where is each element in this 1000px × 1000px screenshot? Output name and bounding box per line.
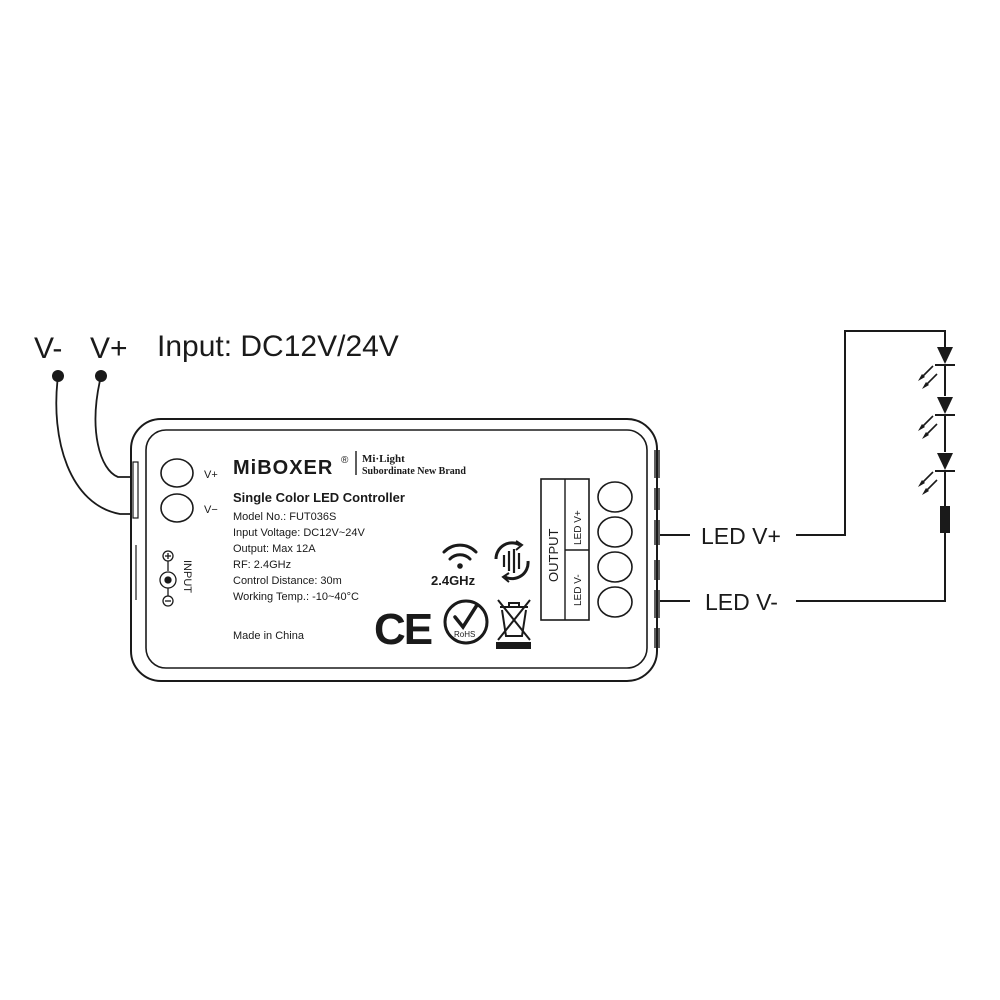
- spec-temperature: Working Temp.: -10~40°C: [233, 591, 359, 603]
- input-terminal-vminus-label: V−: [204, 504, 218, 516]
- output-terminal-vminus-label: LED V-: [573, 574, 584, 606]
- led-resistor: [940, 506, 950, 533]
- rf-frequency-label: 2.4GHz: [431, 573, 476, 588]
- input-side-label: INPUT: [181, 560, 193, 593]
- sync-signal-icon: [494, 540, 530, 583]
- ce-mark: CE: [374, 605, 432, 654]
- input-terminal-vplus-label: V+: [204, 469, 218, 481]
- made-in-label: Made in China: [233, 630, 305, 642]
- output-box-label: OUTPUT: [546, 529, 561, 583]
- output-vminus-label: LED V-: [705, 589, 778, 615]
- input-terminal-vminus: [160, 493, 194, 523]
- input-voltage-title: Input: DC12V/24V: [157, 330, 399, 363]
- output-vplus-label: LED V+: [701, 523, 781, 549]
- subbrand-tagline: Subordinate New Brand: [362, 466, 466, 477]
- rohs-badge: [443, 599, 489, 645]
- output-label-box: [540, 478, 590, 621]
- input-vplus-label: V+: [90, 332, 128, 365]
- brand-logo: MiBOXER: [233, 457, 333, 479]
- output-terminal-vplus-label: LED V+: [573, 510, 584, 545]
- wifi-icon: [442, 543, 478, 569]
- rohs-label: RoHS: [454, 630, 475, 639]
- led-vplus-wire: [796, 330, 946, 536]
- output-terminal-1: [597, 481, 633, 513]
- product-name: Single Color LED Controller: [233, 490, 405, 505]
- led-diode-3: [918, 453, 955, 506]
- input-vminus-label: V-: [34, 332, 62, 365]
- spec-model: Model No.: FUT036S: [233, 511, 336, 523]
- output-terminal-3: [597, 551, 633, 583]
- right-edge-ridges: [654, 450, 660, 648]
- output-terminal-4: [597, 586, 633, 618]
- brand-registered-mark: ®: [341, 455, 349, 466]
- spec-output: Output: Max 12A: [233, 543, 316, 555]
- spec-input-voltage: Input Voltage: DC12V~24V: [233, 527, 365, 539]
- led-vminus-wire: [796, 533, 946, 602]
- weee-bin-icon: [496, 599, 531, 649]
- subbrand-name: Mi·Light: [362, 453, 405, 465]
- dc-polarity-icon: [159, 550, 177, 607]
- input-vminus-wire: [55, 375, 136, 515]
- spec-rf: RF: 2.4GHz: [233, 559, 291, 571]
- led-diode-1: [918, 347, 955, 396]
- spec-distance: Control Distance: 30m: [233, 575, 342, 587]
- output-terminal-2: [597, 516, 633, 548]
- input-vplus-wire: [94, 375, 136, 478]
- input-terminal-vplus: [160, 458, 194, 488]
- led-diode-2: [918, 397, 955, 452]
